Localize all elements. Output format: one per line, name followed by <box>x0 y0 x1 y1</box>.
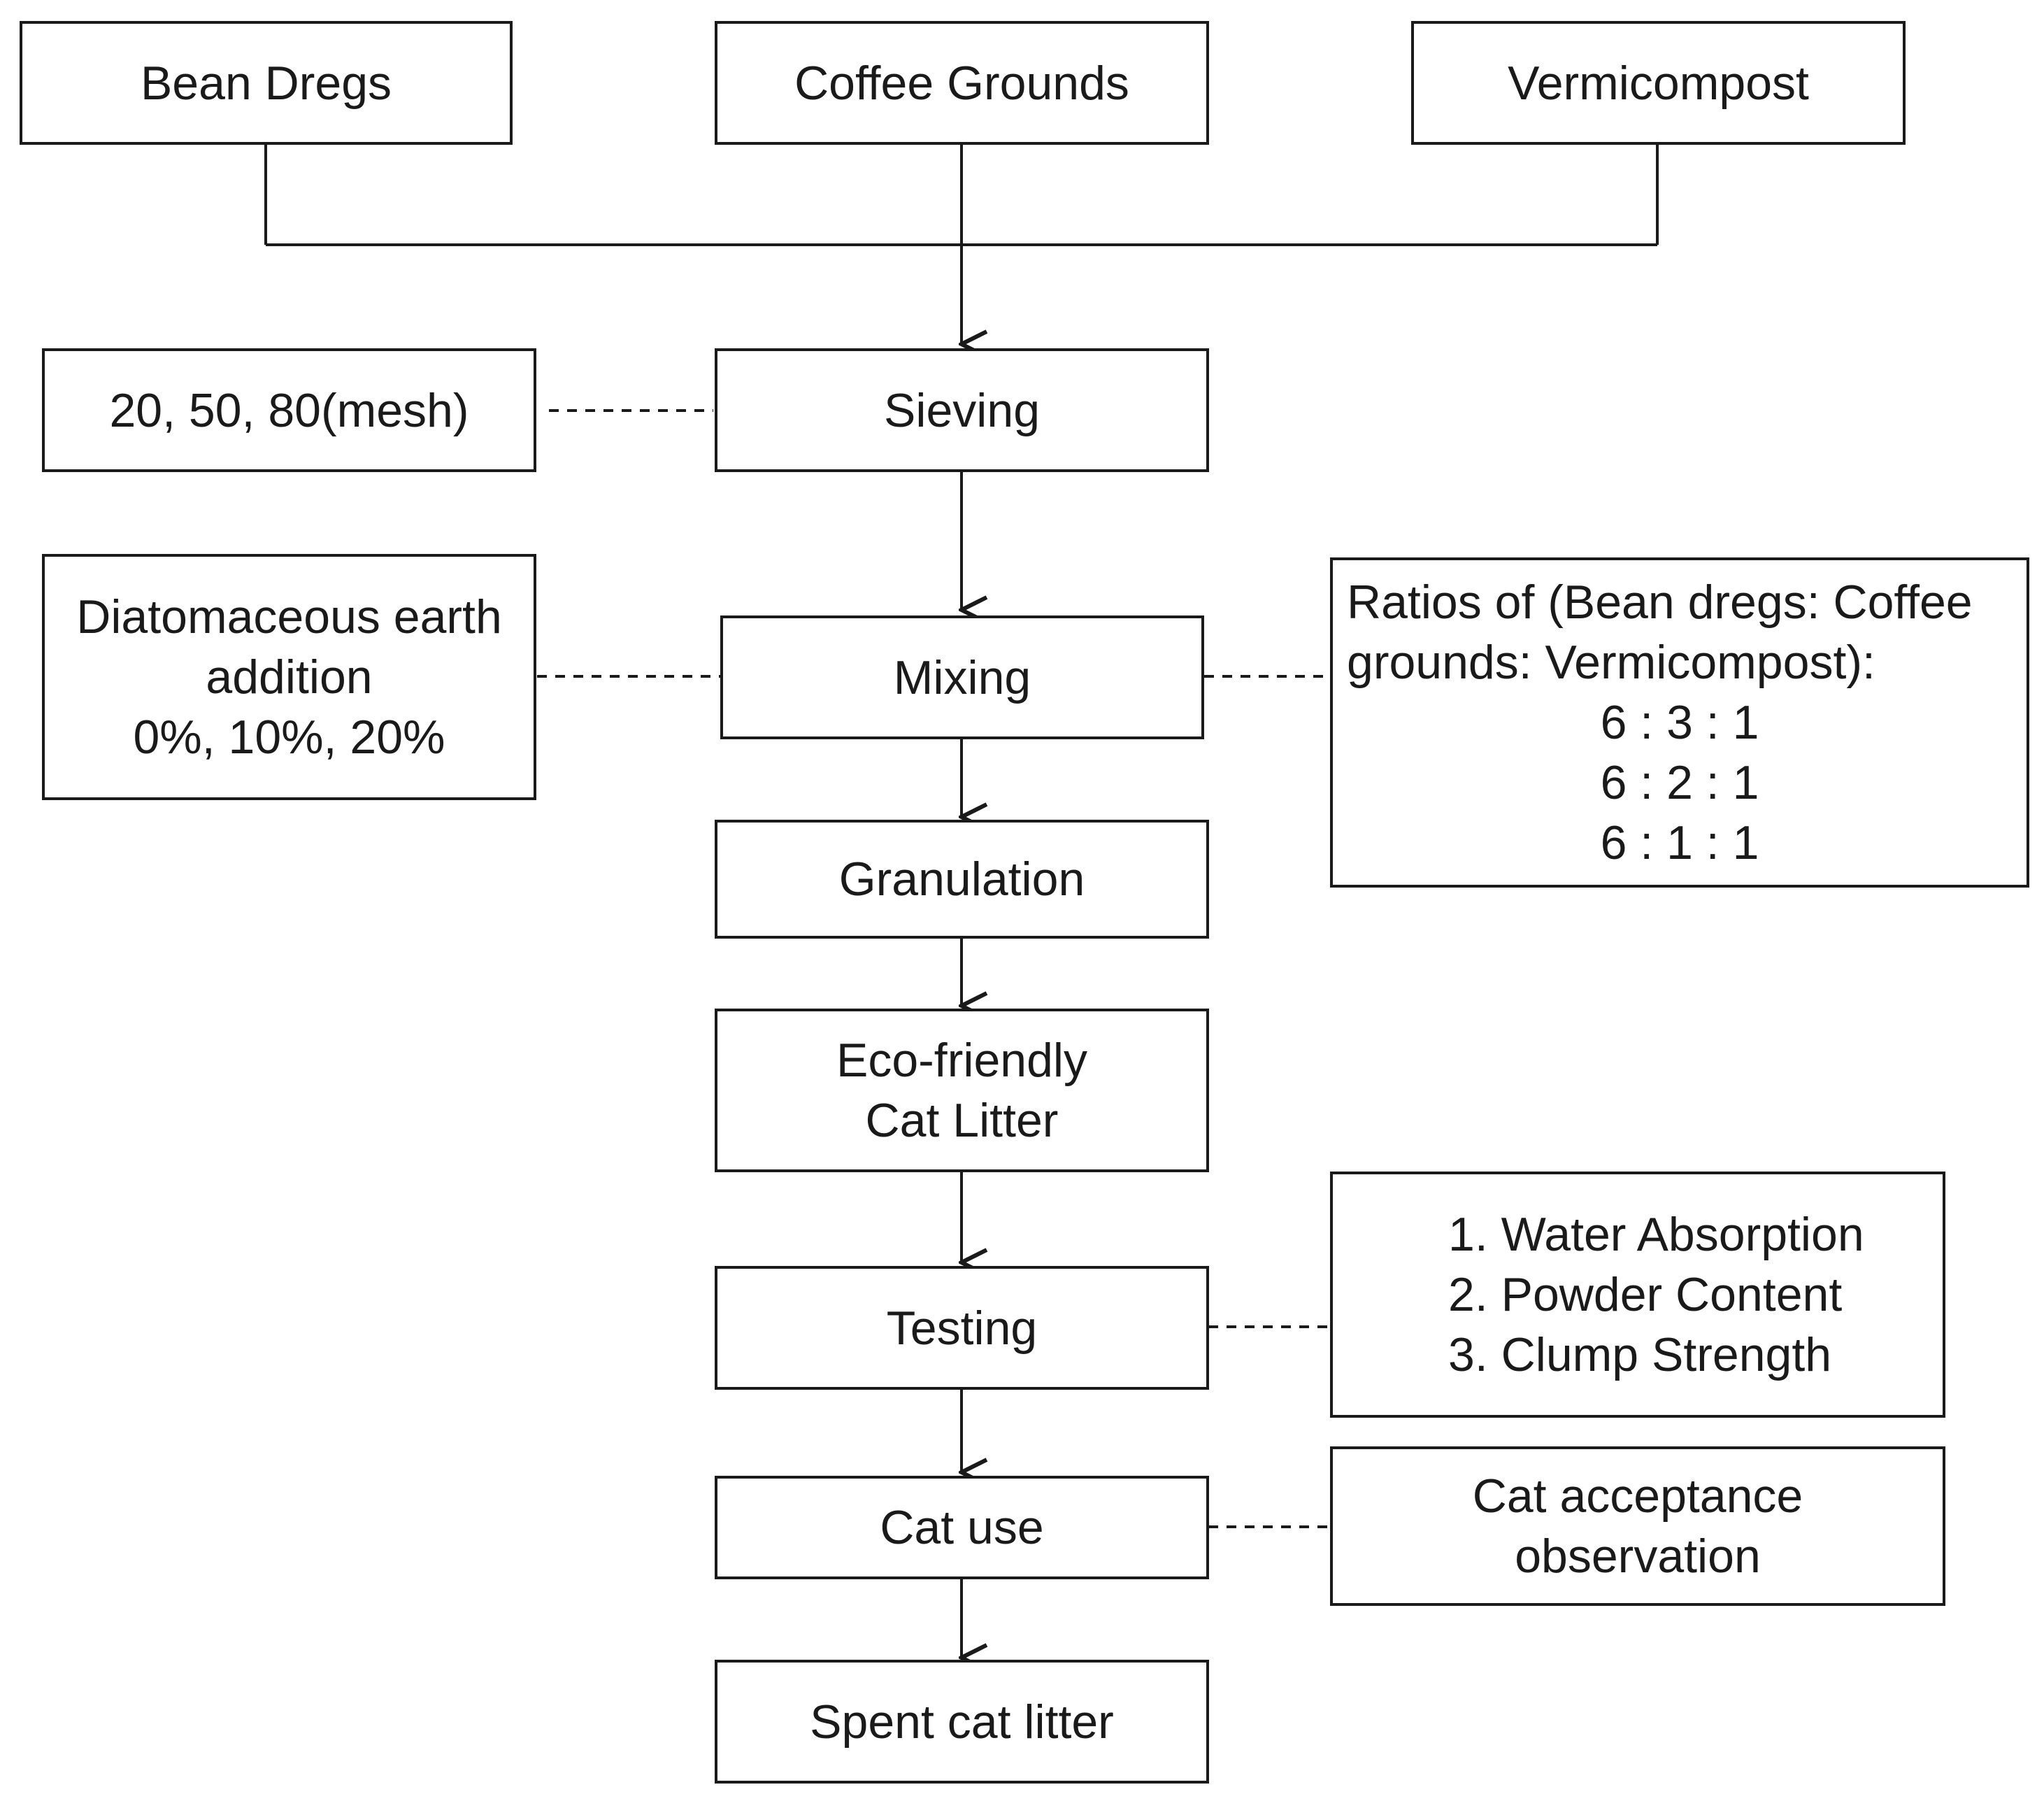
mixing-box: Mixing <box>720 615 1204 739</box>
bean-dregs-label: Bean Dregs <box>140 56 392 110</box>
ratio-value-3: 6 : 1 : 1 <box>1600 816 1759 869</box>
cat-litter-line-2: Cat Litter <box>865 1094 1059 1147</box>
vermicompost-label: Vermicompost <box>1508 56 1809 110</box>
test-item-1: 1. Water Absorption <box>1448 1208 1864 1261</box>
ratio-value-2: 6 : 2 : 1 <box>1600 756 1759 809</box>
acceptance-line-2: observation <box>1515 1530 1761 1583</box>
ratios-line-2: grounds: Vermicompost): <box>1347 636 1875 689</box>
ratios-box: Ratios of (Bean dregs: Coffee grounds: V… <box>1330 557 2029 888</box>
cat-litter-box: Eco-friendly Cat Litter <box>715 1009 1209 1172</box>
diatomaceous-line-2: addition <box>206 650 373 704</box>
sieving-label: Sieving <box>883 383 1041 437</box>
testing-label: Testing <box>886 1301 1038 1355</box>
cat-litter-line-1: Eco-friendly <box>836 1034 1088 1087</box>
bean-dregs-box: Bean Dregs <box>20 21 513 145</box>
spent-litter-box: Spent cat litter <box>715 1660 1209 1784</box>
spent-litter-label: Spent cat litter <box>810 1695 1114 1749</box>
mesh-label: 20, 50, 80(mesh) <box>109 383 469 437</box>
mixing-label: Mixing <box>893 650 1031 704</box>
testing-box: Testing <box>715 1266 1209 1390</box>
coffee-grounds-box: Coffee Grounds <box>715 21 1209 145</box>
coffee-grounds-label: Coffee Grounds <box>794 56 1129 110</box>
cat-use-box: Cat use <box>715 1476 1209 1579</box>
diatomaceous-box: Diatomaceous earth addition 0%, 10%, 20% <box>42 554 536 800</box>
acceptance-line-1: Cat acceptance <box>1472 1469 1803 1523</box>
sieving-box: Sieving <box>715 348 1209 472</box>
diatomaceous-line-3: 0%, 10%, 20% <box>133 711 445 764</box>
mesh-box: 20, 50, 80(mesh) <box>42 348 536 472</box>
vermicompost-box: Vermicompost <box>1411 21 1906 145</box>
granulation-label: Granulation <box>838 853 1085 906</box>
test-item-2: 2. Powder Content <box>1448 1268 1843 1321</box>
ratios-line-1: Ratios of (Bean dregs: Coffee <box>1347 576 1973 629</box>
ratio-value-1: 6 : 3 : 1 <box>1600 696 1759 749</box>
acceptance-box: Cat acceptance observation <box>1330 1446 1945 1606</box>
tests-box: 1. Water Absorption 2. Powder Content 3.… <box>1330 1172 1945 1418</box>
granulation-box: Granulation <box>715 820 1209 939</box>
test-item-3: 3. Clump Strength <box>1448 1328 1832 1381</box>
cat-use-label: Cat use <box>880 1501 1044 1554</box>
diatomaceous-line-1: Diatomaceous earth <box>76 590 502 643</box>
